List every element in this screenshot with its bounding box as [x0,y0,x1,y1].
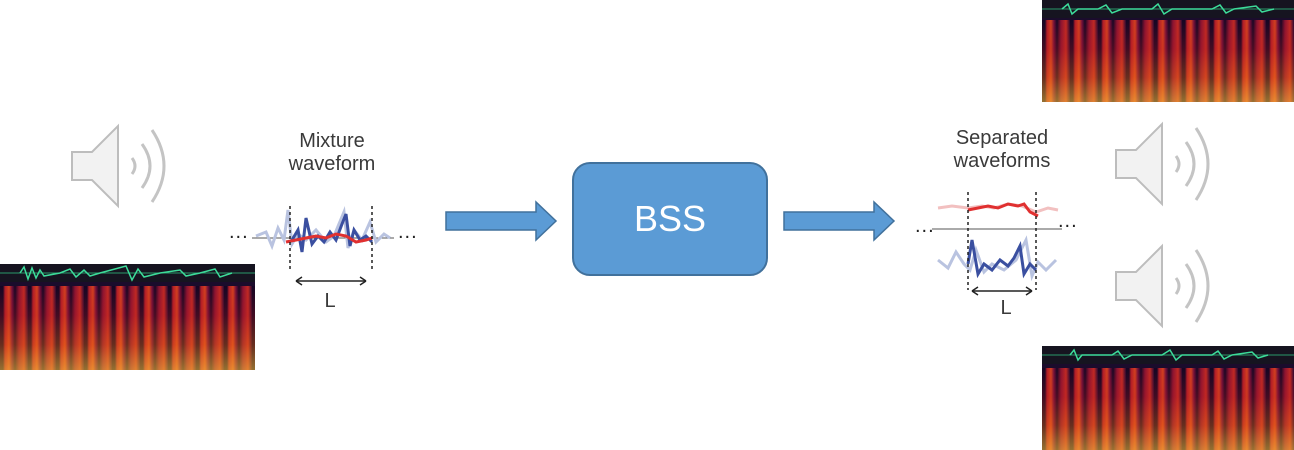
separated-waveforms-plot [932,192,1062,296]
separated-waveforms-title: Separated waveforms [932,127,1072,173]
arrow-from-bss [783,200,896,242]
mixture-title-line2: waveform [288,153,376,175]
mixture-waveform-plot [252,206,394,286]
separated-segment-length-label: L [1000,297,1012,319]
mixture-spectrogram [0,264,255,370]
separated-ellipsis-right: ... [1058,210,1078,232]
bss-block: BSS [572,162,768,276]
speaker-input-icon [71,123,166,209]
bss-label: BSS [633,198,707,239]
speaker-output-2-icon [1115,243,1210,329]
separated-spectrogram-1 [1042,0,1294,102]
mixture-waveform-title: Mixture waveform [262,130,402,176]
arrow-to-bss [445,200,558,242]
separated-title-line2: waveforms [953,150,1051,172]
mixture-ellipsis-left: ... [229,221,249,243]
separated-title-line1: Separated [955,127,1049,149]
mixture-segment-length-label: L [324,290,336,312]
separated-ellipsis-left: ... [915,215,935,237]
mixture-ellipsis-right: ... [398,221,418,243]
speaker-output-1-icon [1115,121,1210,207]
mixture-title-line1: Mixture [299,130,365,152]
separated-spectrogram-2 [1042,346,1294,450]
